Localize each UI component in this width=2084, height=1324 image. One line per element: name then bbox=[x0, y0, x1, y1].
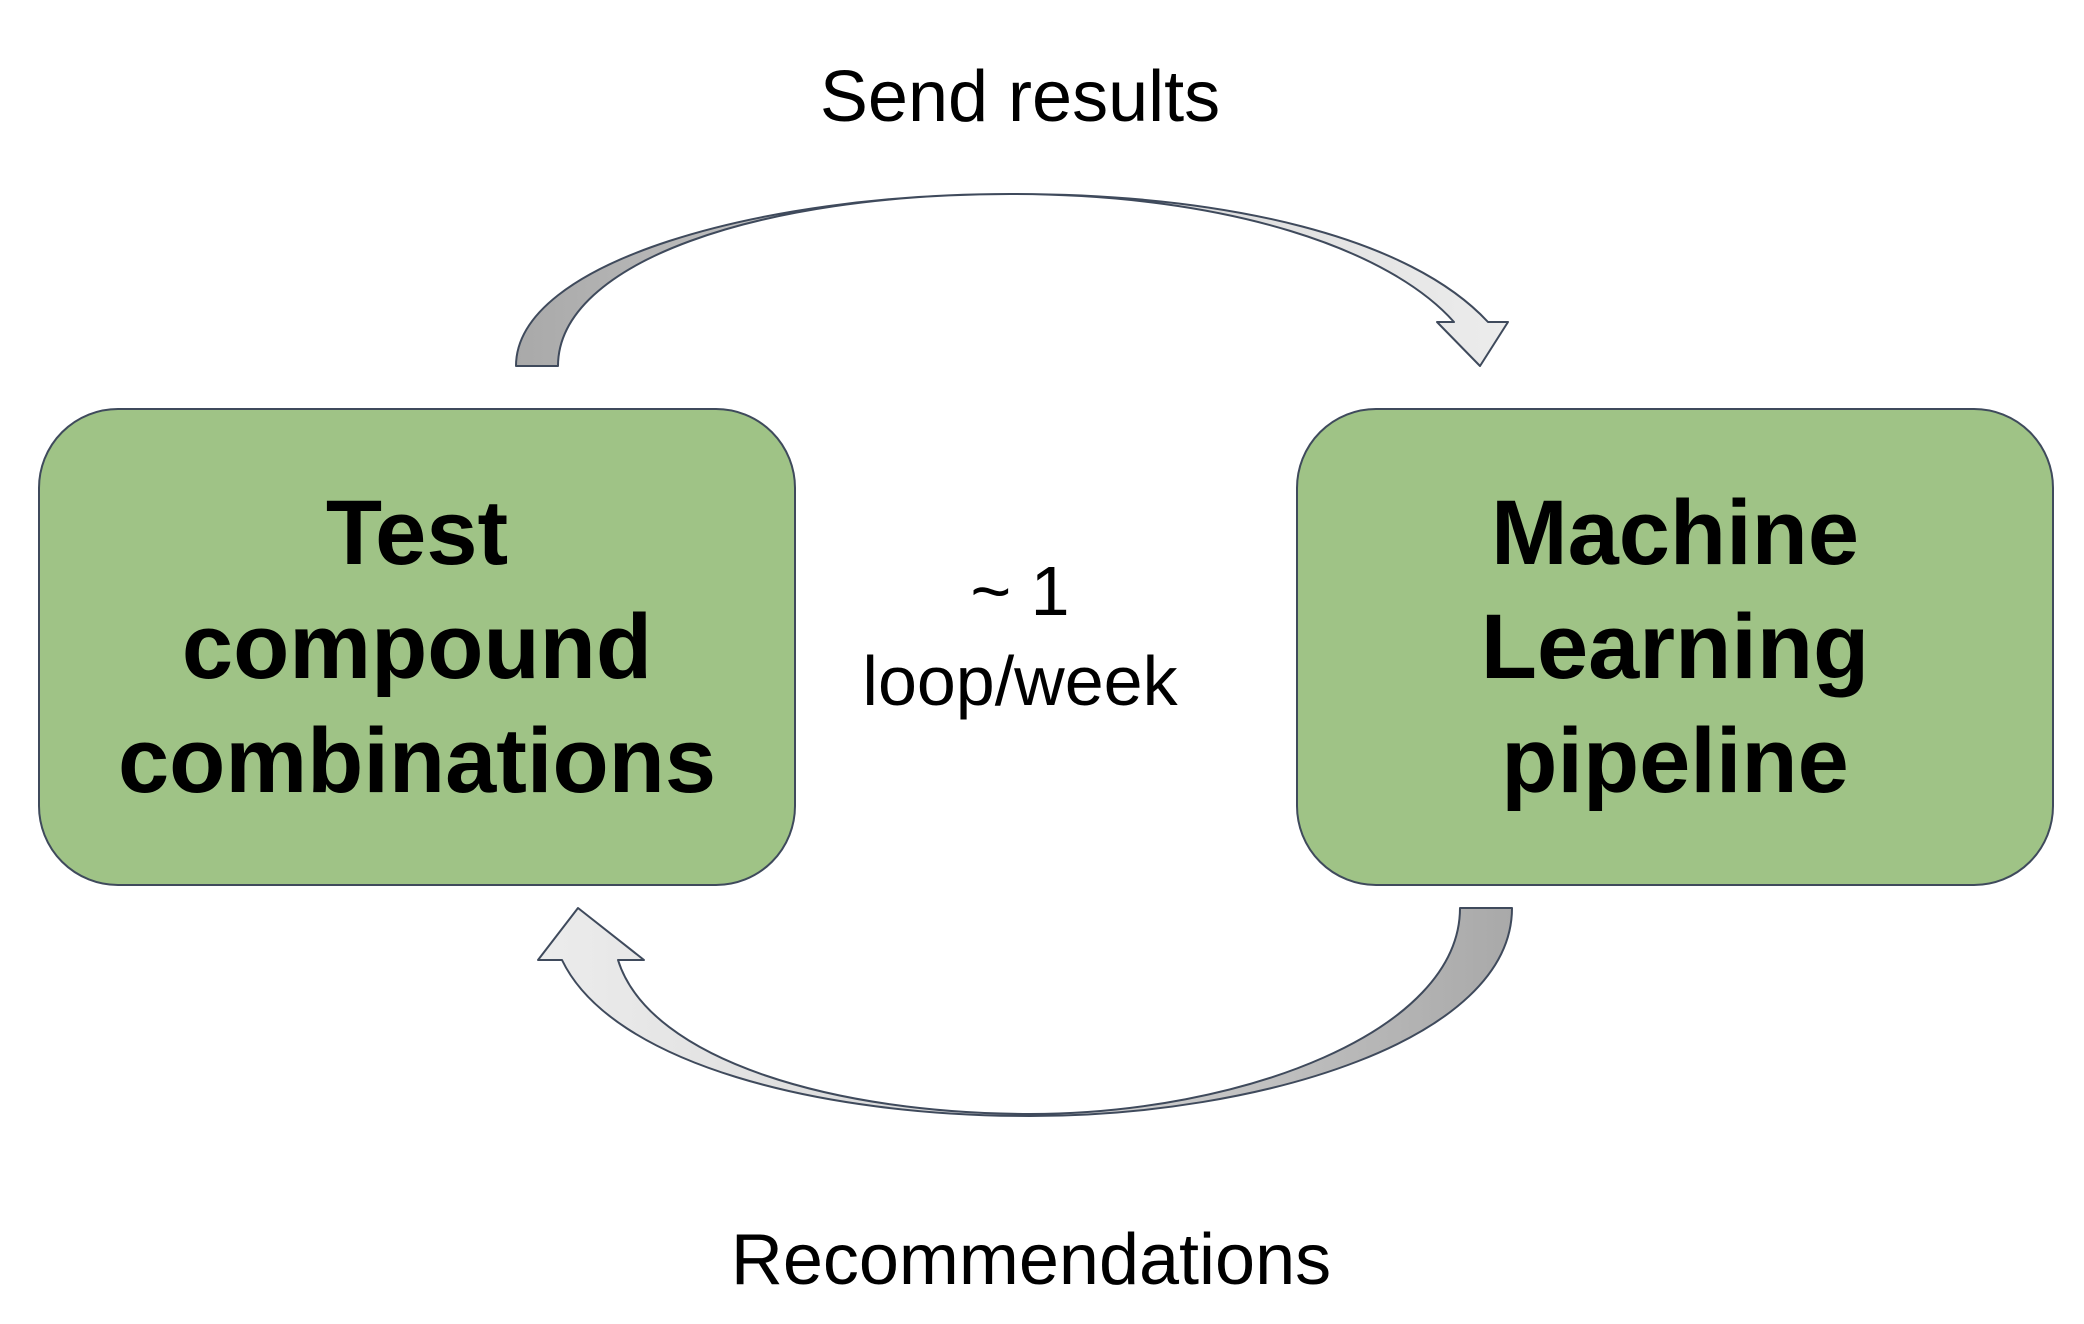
send-results-label: Send results bbox=[819, 57, 1221, 137]
send-results-arrow bbox=[515, 193, 1509, 367]
recommendations-arrow bbox=[537, 907, 1513, 1117]
node-label-line: Learning bbox=[1480, 596, 1870, 698]
node-label-line: Test bbox=[325, 482, 509, 584]
node-label: Test compound combinations bbox=[118, 476, 716, 818]
loop-frequency-label: ~ 1 loop/week bbox=[820, 546, 1220, 726]
test-compound-combinations-node: Test compound combinations bbox=[38, 408, 796, 886]
machine-learning-pipeline-node: Machine Learning pipeline bbox=[1296, 408, 2054, 886]
node-label-line: Machine bbox=[1490, 482, 1860, 584]
node-label-line: compound bbox=[181, 596, 653, 698]
node-label-line: combinations bbox=[117, 710, 717, 812]
loop-frequency-line: ~ 1 bbox=[970, 552, 1070, 630]
node-label-line: pipeline bbox=[1501, 710, 1849, 812]
node-label: Machine Learning pipeline bbox=[1481, 476, 1869, 818]
loop-frequency-line: loop/week bbox=[862, 642, 1178, 720]
recommendations-label: Recommendations bbox=[730, 1220, 1332, 1300]
